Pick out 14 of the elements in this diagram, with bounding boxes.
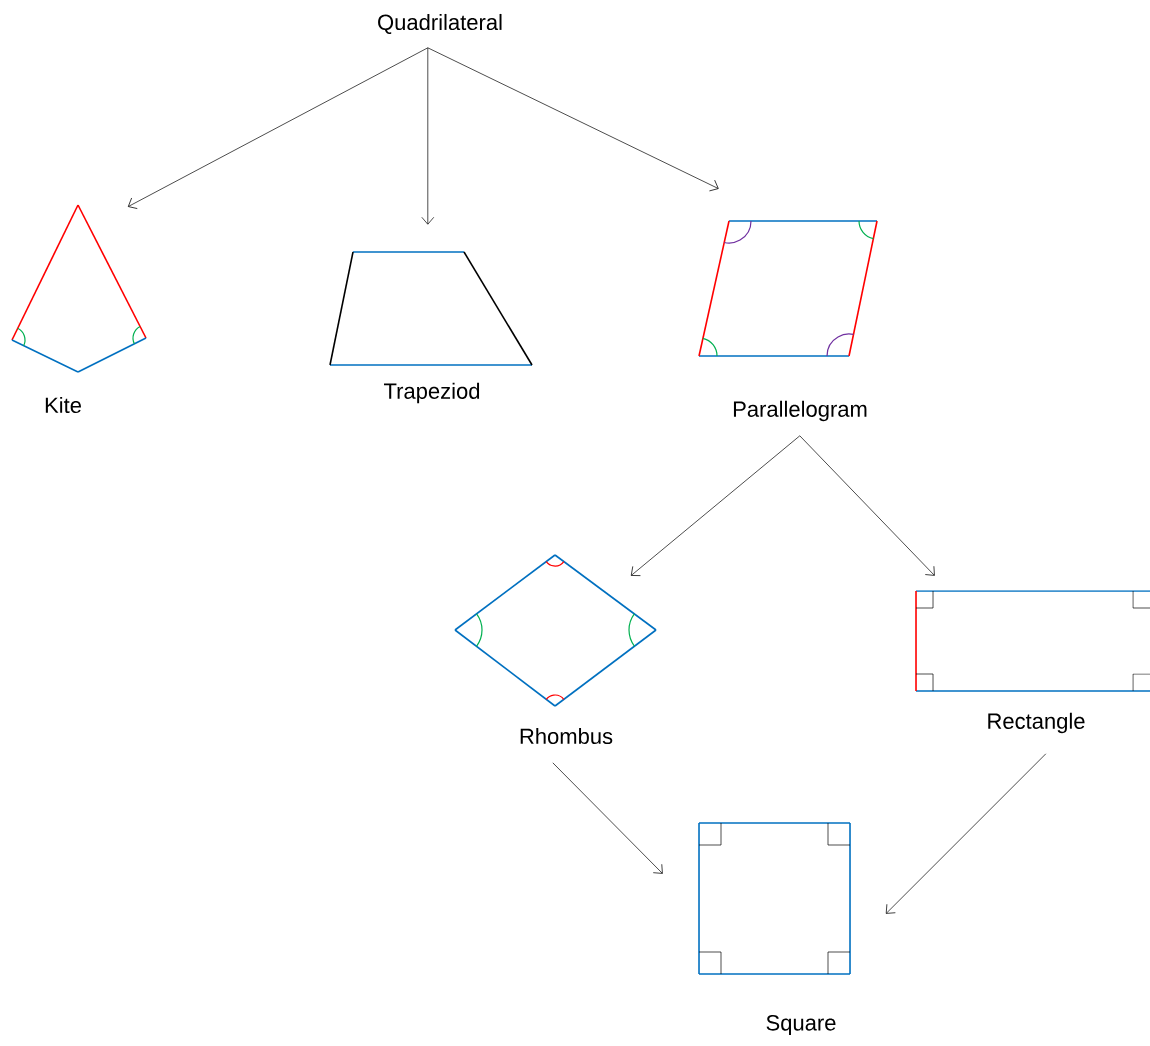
- arrow: [427, 47, 719, 192]
- arrow: [127, 47, 429, 209]
- shape-label: Kite: [45, 396, 81, 414]
- arrow: [799, 435, 935, 576]
- shape-label: Rhombus: [520, 727, 613, 745]
- shape-label: Trapeziod: [384, 382, 480, 404]
- arrow: [552, 762, 663, 874]
- shape-label: Square: [766, 1015, 836, 1035]
- shape-label: Rectangle: [988, 712, 1085, 734]
- arrow: [630, 435, 801, 576]
- arrow: [421, 47, 435, 225]
- shape-label: Quadrilateral: [378, 13, 502, 35]
- arrow: [885, 753, 1047, 914]
- shape-label: Parallelogram: [733, 400, 867, 422]
